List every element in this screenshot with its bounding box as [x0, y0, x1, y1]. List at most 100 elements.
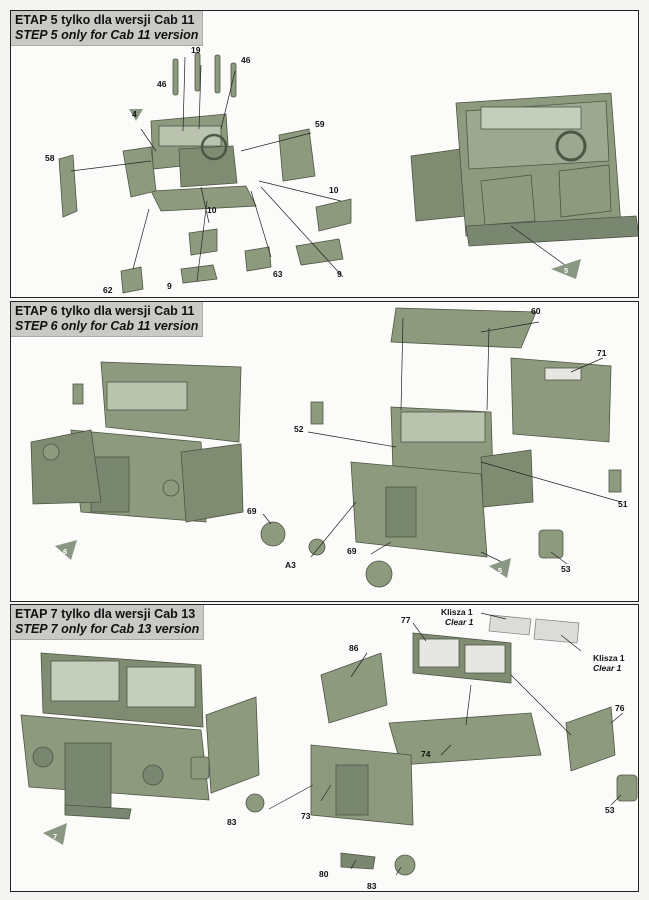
label-4: 4 [132, 109, 137, 119]
label-59: 59 [315, 119, 325, 129]
label-51: 51 [618, 499, 628, 509]
hood-fender-right [480, 449, 534, 508]
label-69a: 69 [247, 506, 257, 516]
hood-grille [385, 486, 417, 538]
label-46a: 46 [157, 79, 167, 89]
triangle-7-label: 7 [53, 832, 57, 841]
triangle-5b-label: 5 [498, 566, 502, 575]
truck-mirror [72, 383, 84, 405]
step-6-title-en: STEP 6 only for Cab 11 version [15, 319, 199, 333]
label-63: 63 [273, 269, 283, 279]
label-10a: 10 [207, 205, 217, 215]
triangle-5-label: 5 [564, 266, 568, 275]
seat-base-part-9 [180, 264, 218, 284]
step-5-title-en: STEP 5 only for Cab 11 version [15, 28, 199, 42]
label-86: 86 [349, 643, 359, 653]
step-5-drawing: 19 46 46 59 58 10 10 9 9 63 62 4 5 [45, 45, 638, 295]
cab13-windshield-right [126, 666, 196, 708]
headlight-part-69a [260, 521, 286, 547]
step-7-header: ETAP 7 tylko dla wersji Cab 13 STEP 7 on… [11, 605, 205, 640]
lever-part-46b [230, 62, 237, 98]
mirror-part-52 [310, 401, 324, 425]
label-69b: 69 [347, 546, 357, 556]
cab-windshield-open [400, 411, 486, 443]
headlight-part-69b [365, 560, 393, 588]
floor-part-74 [388, 712, 542, 766]
label-76: 76 [615, 703, 625, 713]
hood-73-grille [335, 764, 369, 816]
assembled-seat-right [558, 164, 612, 218]
roof-part-60 [390, 307, 537, 349]
label-53-step7: 53 [605, 805, 615, 815]
part-62 [120, 266, 144, 294]
label-53: 53 [561, 564, 571, 574]
hood-assembly [350, 461, 488, 558]
cab13-side-panel [205, 696, 260, 794]
step-5-header: ETAP 5 tylko dla wersji Cab 11 STEP 5 on… [11, 11, 204, 46]
cab13-light-left [32, 746, 54, 768]
assembled-steering-wheel [555, 130, 587, 162]
label-19: 19 [191, 45, 201, 55]
back-panel-part-71 [510, 357, 612, 443]
back-panel-window [544, 367, 582, 381]
cab13-grille [64, 742, 112, 812]
step-7-title-pl: ETAP 7 tylko dla wersji Cab 13 [15, 607, 196, 621]
assembled-seat-left [480, 174, 536, 226]
cab13-windshield-left [50, 660, 120, 702]
label-62: 62 [103, 285, 113, 295]
label-clear-1a-pl: Klisza 1 [441, 607, 473, 617]
side-panel-part-58 [58, 154, 78, 218]
label-46b: 46 [241, 55, 251, 65]
seat-back-part-10b [315, 198, 352, 232]
lever-part-19 [194, 52, 201, 92]
step-6-panel: ETAP 6 tylko dla wersji Cab 11 STEP 6 on… [10, 301, 639, 602]
truck-fender-right [180, 443, 244, 523]
lever-part-46 [172, 58, 179, 96]
bumper-part-80 [340, 852, 376, 870]
truck-headlight-right [162, 479, 180, 497]
step-7-title-en: STEP 7 only for Cab 13 version [15, 622, 200, 636]
reference-triangle-5 [489, 558, 511, 578]
reference-triangle-step7 [43, 823, 67, 845]
truck-fender-left [30, 429, 102, 505]
lever-part-19b [214, 54, 221, 94]
part-A3 [308, 538, 326, 556]
dashboard-part [178, 145, 238, 188]
assembled-back-window [480, 106, 582, 130]
assembled-fender [410, 148, 467, 222]
part-63 [244, 246, 272, 272]
label-83a: 83 [227, 817, 237, 827]
label-clear-1b-en: Clear 1 [593, 663, 622, 673]
truck-windshield [106, 381, 188, 411]
cab13-bumper [64, 804, 132, 820]
reference-triangle-step6 [55, 540, 77, 560]
headlight-part-83b [394, 854, 416, 876]
frame-77-window-right [464, 644, 506, 674]
assembled-floor [465, 215, 638, 247]
seat-base-part-9b [295, 238, 344, 266]
truck-headlight-left [42, 443, 60, 461]
step-6-header: ETAP 6 tylko dla wersji Cab 11 STEP 6 on… [11, 302, 204, 337]
seat-back-part-10 [188, 228, 218, 256]
label-clear-1a-en: Clear 1 [445, 617, 474, 627]
cab13-light-right [142, 764, 164, 786]
step-5-panel: ETAP 5 tylko dla wersji Cab 11 STEP 5 on… [10, 10, 639, 298]
label-10b: 10 [329, 185, 339, 195]
label-60: 60 [531, 306, 541, 316]
side-part-76 [565, 706, 616, 772]
part-53 [538, 529, 564, 559]
label-77: 77 [401, 615, 411, 625]
label-58: 58 [45, 153, 55, 163]
headlight-part-83a [245, 793, 265, 813]
step-7-panel: ETAP 7 tylko dla wersji Cab 13 STEP 7 on… [10, 604, 639, 892]
step-6-drawing: 60 71 52 51 69 69 A3 53 6 5 [30, 306, 628, 588]
triangle-6-label: 6 [63, 547, 67, 556]
steering-wheel [200, 133, 228, 161]
label-clear-1b-pl: Klisza 1 [593, 653, 625, 663]
mirror-part-51 [608, 469, 622, 493]
frame-77-window-left [418, 638, 460, 668]
step-7-drawing: Klisza 1 Clear 1 Klisza 1 Clear 1 77 86 … [20, 607, 638, 891]
label-9a: 9 [167, 281, 172, 291]
fender-side-part [122, 146, 157, 198]
label-9b: 9 [337, 269, 342, 279]
